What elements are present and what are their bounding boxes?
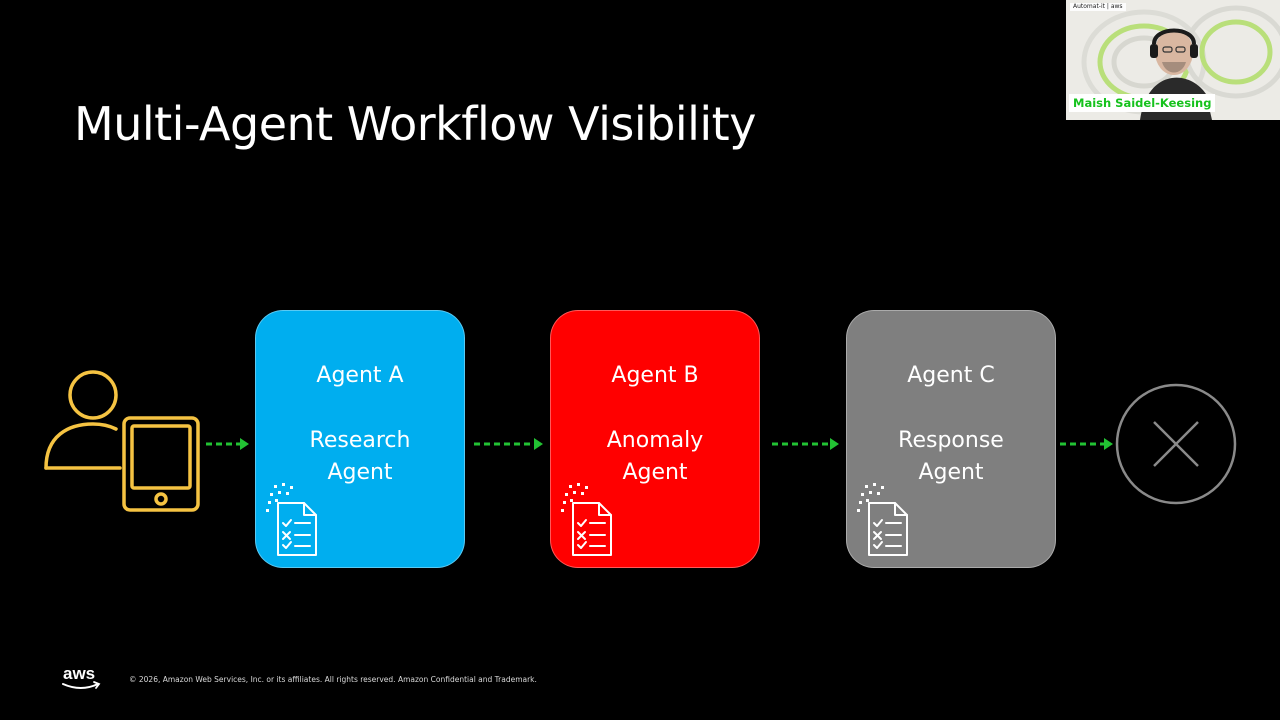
aws-logo: aws [62,664,101,689]
user-with-tablet-icon [44,370,200,512]
flow-arrow-3 [772,438,839,450]
agent-role: Response Agent [898,428,1004,485]
presenter-name-label: Maish Saidel-Keesing [1069,94,1216,112]
agent-box-c: Agent C Response Agent [846,310,1056,568]
flow-arrow-4 [1060,438,1113,450]
circle-x-icon [1115,383,1237,505]
agent-box-b: Agent B Anomaly Agent [550,310,760,568]
agent-role: Research Agent [309,428,411,485]
flow-arrow-1 [206,438,249,450]
presenter-webcam: Automat-it | aws Maish Saidel-Keesing [1066,0,1280,120]
presenter-org-badge: Automat-it | aws [1070,3,1126,11]
agent-name: Agent C [907,363,995,388]
checklist-document-icon [561,483,612,556]
copyright-notice: © 2026, Amazon Web Services, Inc. or its… [129,675,537,684]
aws-logo-text: aws [63,664,95,683]
checklist-document-icon [857,483,908,556]
flow-arrow-2 [474,438,543,450]
agent-box-a: Agent A Research Agent [255,310,465,568]
slide-title: Multi-Agent Workflow Visibility [74,97,756,151]
agent-name: Agent B [611,363,699,388]
checklist-document-icon [266,483,317,556]
agent-role: Anomaly Agent [606,428,704,485]
agent-name: Agent A [316,363,404,388]
